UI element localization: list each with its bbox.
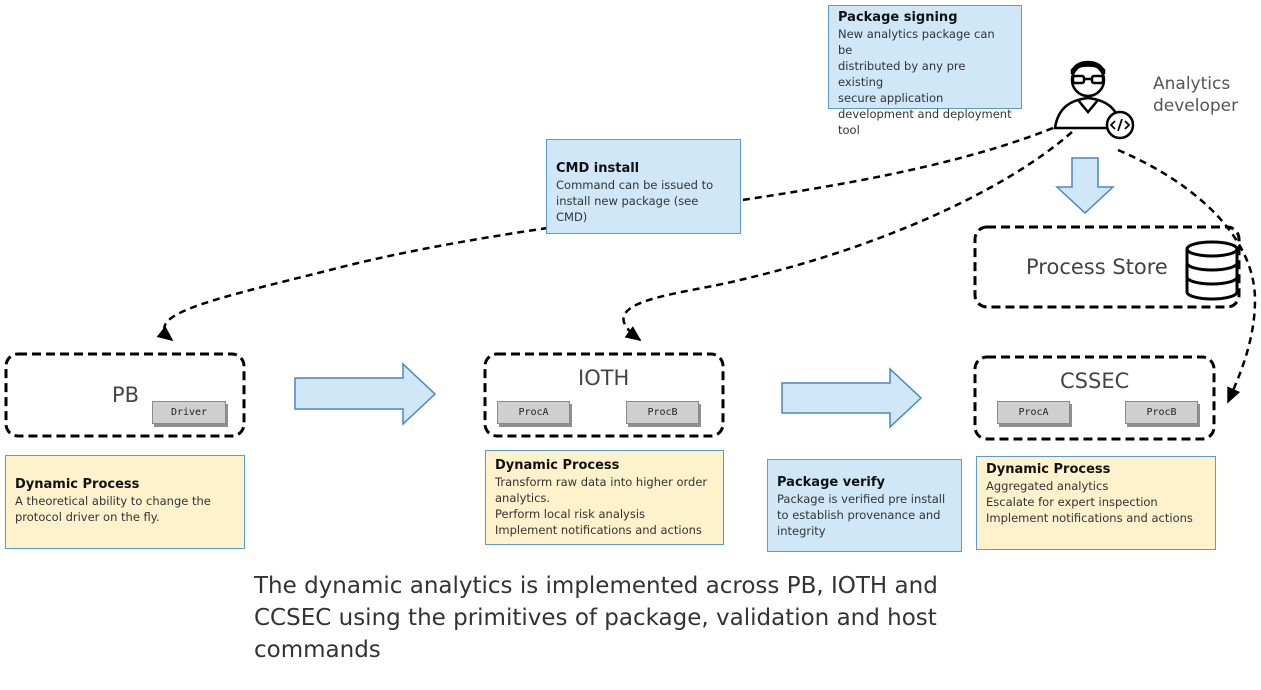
package-signing-line: secure application xyxy=(838,91,944,105)
pb-dynamic-process-line: A theoretical ability to change the xyxy=(15,494,211,508)
ioth-node-box xyxy=(483,352,725,438)
caption-line: commands xyxy=(254,637,381,663)
cssec-dynamic-process-line: Aggregated analytics xyxy=(986,479,1109,493)
package-signing-note: Package signing New analytics package ca… xyxy=(828,5,1022,137)
deploy-path-to-ioth xyxy=(622,131,1073,342)
package-signing-line: New analytics package can be xyxy=(838,27,995,57)
process-store-box xyxy=(973,225,1241,309)
cmd-install-note: CMD install Command can be issued to ins… xyxy=(546,139,741,234)
caption-line: CCSEC using the primitives of package, v… xyxy=(254,605,937,631)
pb-dynamic-process-title: Dynamic Process xyxy=(15,477,140,492)
cssec-dynamic-process-title: Dynamic Process xyxy=(986,462,1111,477)
package-signing-line: distributed by any pre existing xyxy=(838,59,966,89)
pb-dynamic-process-note: Dynamic Process A theoretical ability to… xyxy=(5,455,245,549)
caption-line: The dynamic analytics is implemented acr… xyxy=(254,573,938,599)
package-signing-title: Package signing xyxy=(838,10,958,25)
ioth-procb-chip: ProcB xyxy=(626,401,699,424)
cssec-node-label: CSSEC xyxy=(1060,369,1130,393)
cmd-install-line: Command can be issued to xyxy=(556,178,714,192)
database-icon xyxy=(1185,240,1239,301)
package-signing-line: development and deployment xyxy=(838,107,1012,121)
pb-node-box xyxy=(4,352,246,438)
pb-driver-chip: Driver xyxy=(152,401,226,424)
flow-arrow-developer-to-store xyxy=(1055,157,1115,215)
deploy-path-to-cssec xyxy=(1117,148,1257,404)
package-verify-title: Package verify xyxy=(777,475,886,490)
cssec-proca-chip: ProcA xyxy=(997,401,1070,424)
ioth-dynamic-process-line: Perform local risk analysis xyxy=(495,507,646,521)
ioth-dynamic-process-line: analytics. xyxy=(495,491,551,505)
deploy-path-to-pb xyxy=(156,126,1054,342)
package-verify-line: Package is verified pre install xyxy=(777,492,946,506)
package-signing-line: tool xyxy=(838,123,860,137)
ioth-dynamic-process-note: Dynamic Process Transform raw data into … xyxy=(485,450,724,545)
flow-arrow-ioth-to-cssec xyxy=(781,367,923,429)
pb-dynamic-process-line: protocol driver on the fly. xyxy=(15,510,160,524)
package-verify-note: Package verify Package is verified pre i… xyxy=(767,459,962,552)
diagram-caption: The dynamic analytics is implemented acr… xyxy=(254,570,954,666)
flow-arrow-pb-to-ioth xyxy=(294,362,437,426)
developer-label-line2: developer xyxy=(1153,96,1239,116)
developer-label-line1: Analytics xyxy=(1153,74,1231,94)
package-verify-line: to establish provenance and xyxy=(777,508,941,522)
pb-node-label: PB xyxy=(112,383,140,407)
developer-label: Analytics developer xyxy=(1153,73,1238,117)
cssec-procb-chip: ProcB xyxy=(1125,401,1198,424)
cmd-install-line: install new package (see CMD) xyxy=(556,194,699,224)
process-store-label: Process Store xyxy=(1026,255,1168,279)
ioth-dynamic-process-title: Dynamic Process xyxy=(495,458,620,473)
developer-icon xyxy=(1053,60,1135,140)
ioth-dynamic-process-line: Implement notifications and actions xyxy=(495,523,702,537)
ioth-proca-chip: ProcA xyxy=(497,401,570,424)
ioth-dynamic-process-line: Transform raw data into higher order xyxy=(495,475,708,489)
cssec-dynamic-process-note: Dynamic Process Aggregated analytics Esc… xyxy=(976,456,1216,550)
package-verify-line: integrity xyxy=(777,524,826,538)
cssec-dynamic-process-line: Implement notifications and actions xyxy=(986,511,1193,525)
ioth-node-label: IOTH xyxy=(578,366,630,390)
cssec-dynamic-process-line: Escalate for expert inspection xyxy=(986,495,1158,509)
cmd-install-title: CMD install xyxy=(556,161,640,176)
